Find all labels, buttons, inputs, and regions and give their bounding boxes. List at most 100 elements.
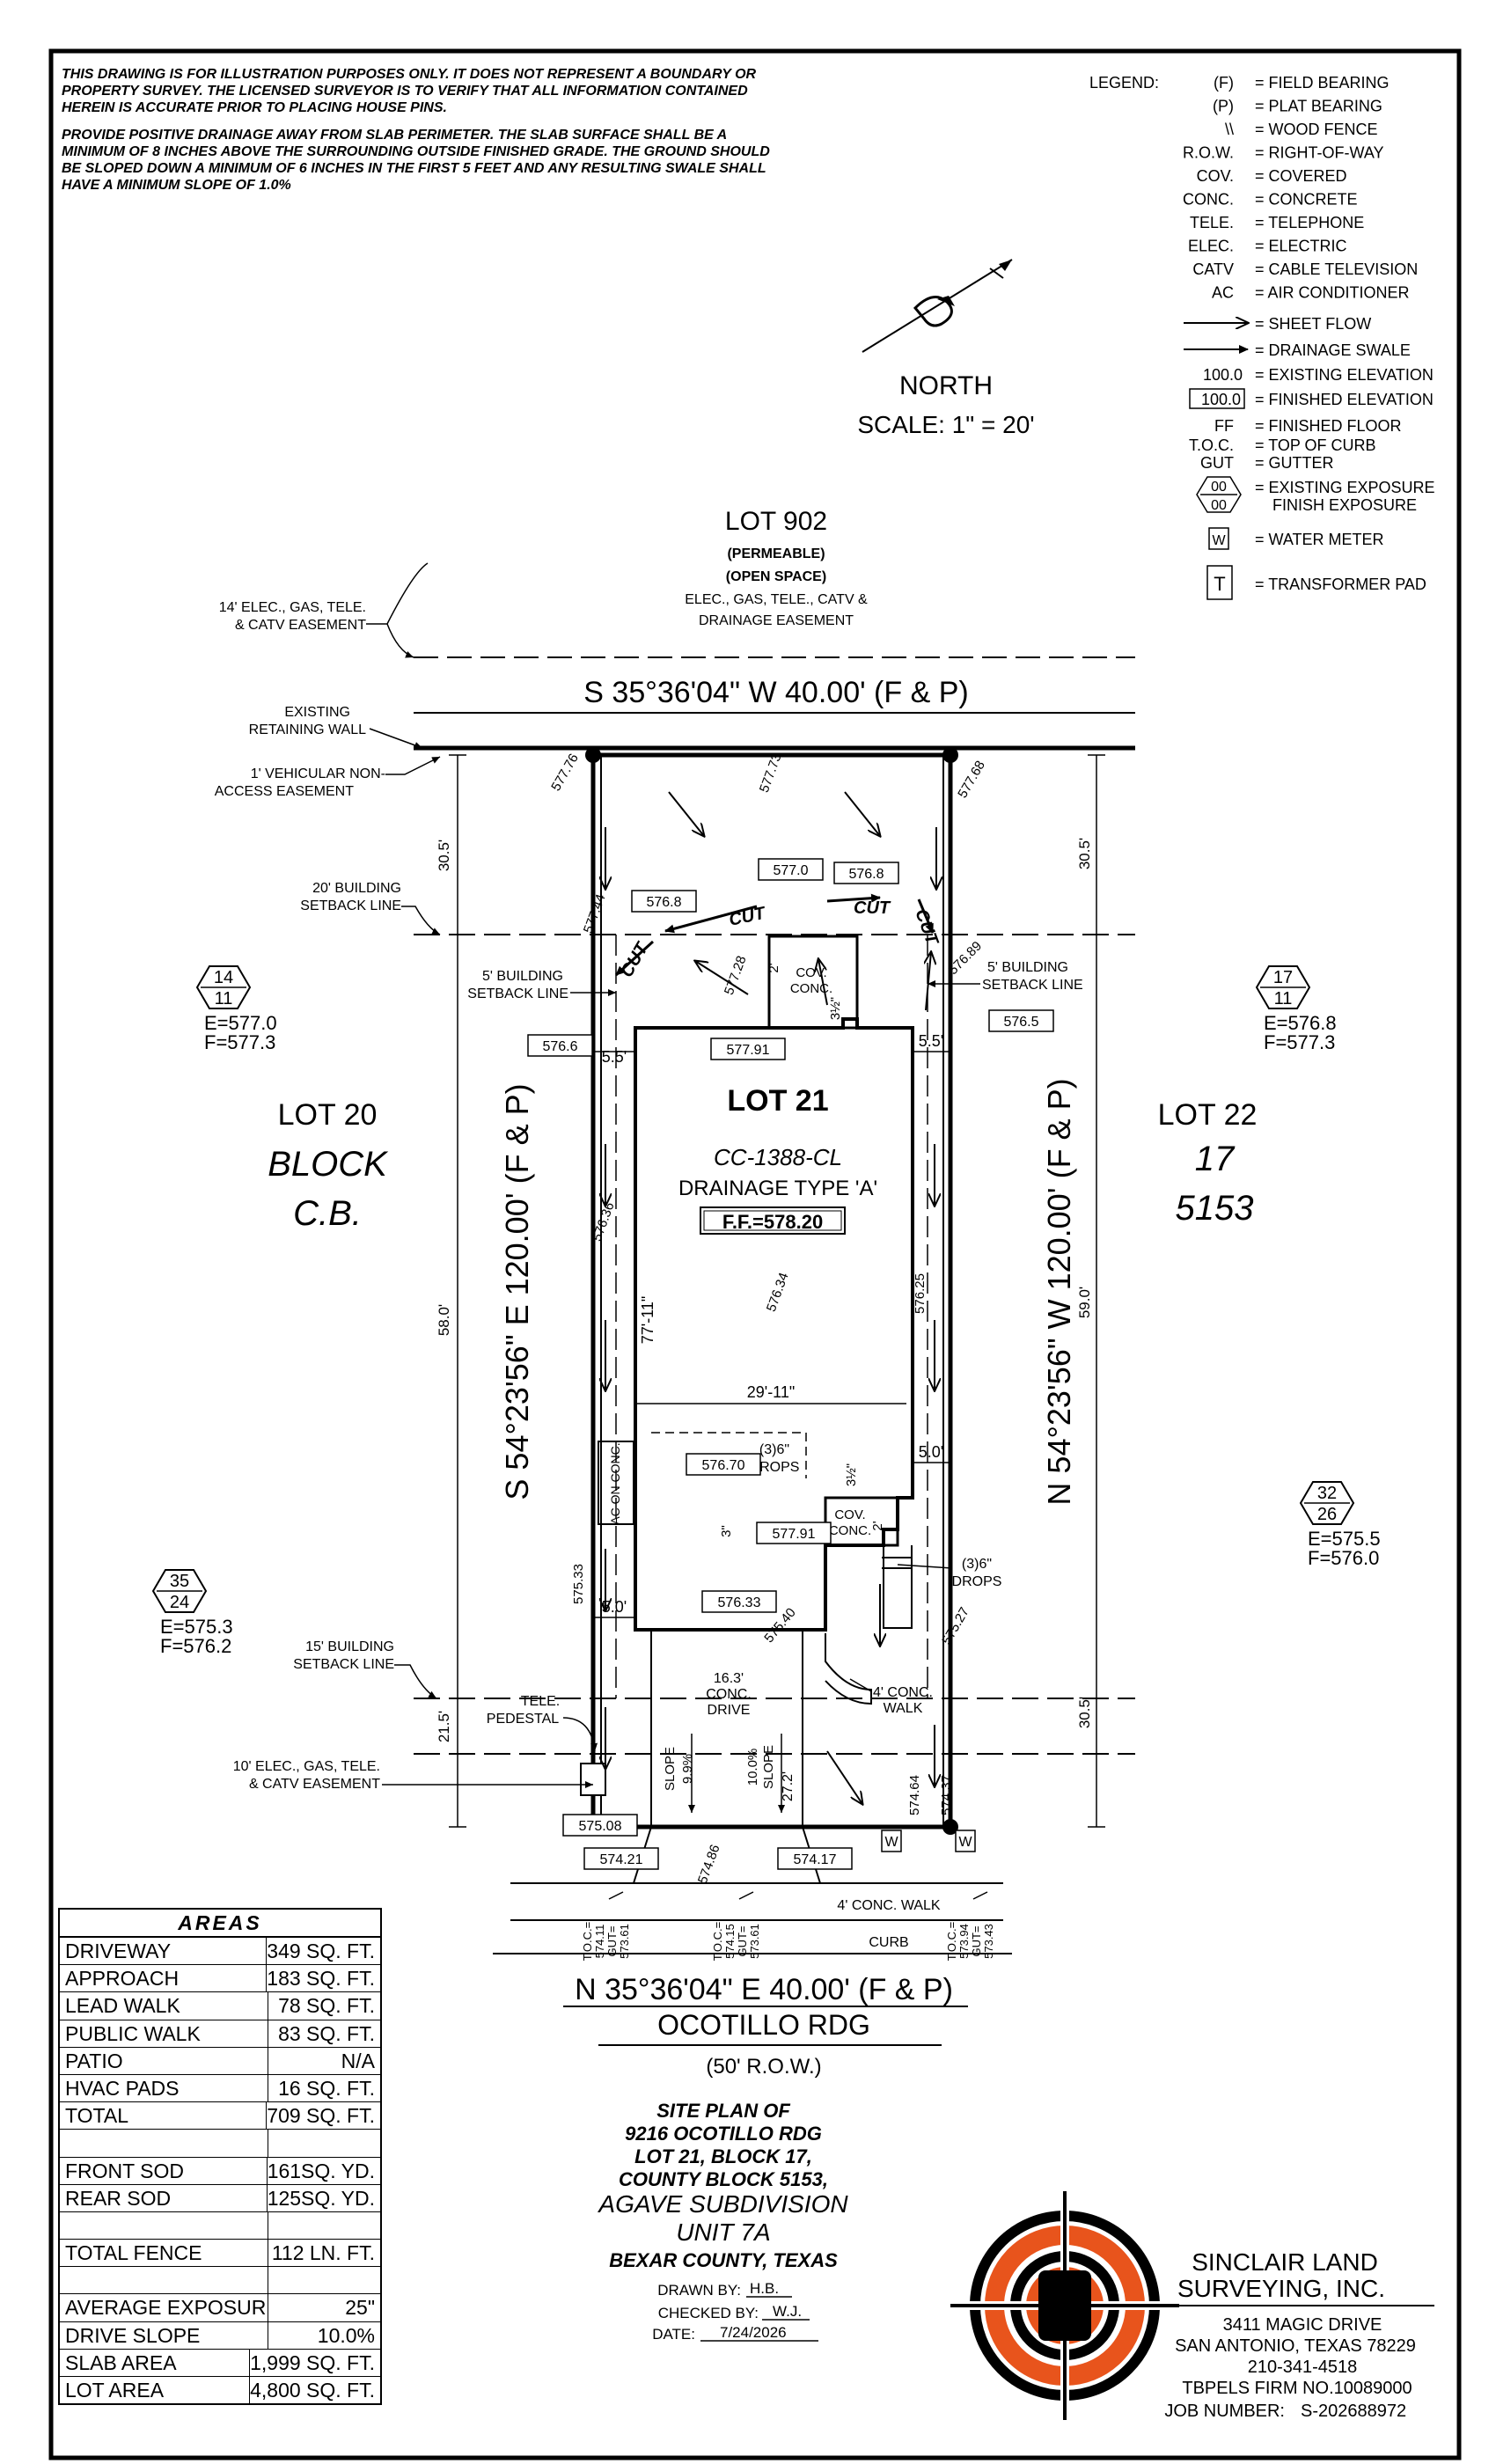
legend-gut-sym: GUT (1200, 454, 1234, 472)
existing-elevation-value: 574.86 (695, 1843, 723, 1886)
drops-label-4: DROPS (952, 1574, 1002, 1589)
legend-title: LEGEND: (1089, 74, 1159, 92)
water-meter-2 (955, 1830, 976, 1852)
dim-2-porch: 2' (766, 963, 781, 972)
curb-elevation-text: 574.15 (723, 1924, 737, 1959)
areas-value: 78 SQ. FT. (278, 1994, 375, 2018)
legend-symbol: CONC. (1183, 191, 1234, 209)
dimension-lines (449, 754, 1105, 1828)
finished-elevation-box (756, 1522, 832, 1544)
legend-transformer-sym: T (1214, 573, 1225, 595)
retaining-label-1: EXISTING (284, 705, 350, 720)
cov-conc-rear-2: CONC. (829, 1523, 871, 1538)
exposure-f-value: F=577.3 (204, 1031, 275, 1053)
curb-label: CURB (869, 1935, 908, 1950)
legend-existing-elev-sym: 100.0 (1203, 366, 1243, 384)
exposure-existing: 32 (1317, 1484, 1337, 1503)
setback5l-label-2: SETBACK LINE (467, 986, 568, 1001)
tele-pedestal (580, 1763, 606, 1796)
areas-label: PUBLIC WALK (60, 2020, 268, 2047)
sheet-flow-arrows (605, 791, 936, 1804)
finished-elevation-box (988, 1009, 1054, 1032)
legend-toc-sym: T.O.C. (1189, 436, 1234, 454)
dim-59-0-right: 59.0' (1076, 1287, 1093, 1318)
finished-elevation-value: 574.21 (600, 1852, 643, 1867)
exposure-e-value: E=575.3 (160, 1616, 233, 1638)
areas-value: 161SQ. YD. (267, 2159, 375, 2182)
dim-3-5-rear: 3½" (844, 1463, 859, 1486)
dim-29-11: 29'-11" (747, 1383, 796, 1401)
bearing-left: S 54°23'56" E 120.00' (F & P) (499, 1083, 535, 1500)
corner-pin-tl (585, 747, 601, 763)
ff-box (700, 1206, 846, 1235)
easement10-label-1: 10' ELEC., GAS, TELE. (233, 1759, 380, 1774)
exposure-f-value: F=576.0 (1308, 1547, 1379, 1569)
cb-number-label: 5153 (1176, 1189, 1254, 1228)
finished-elevation-box (710, 1038, 786, 1060)
legend-toc: = TOP OF CURB (1255, 436, 1376, 454)
dim-30-5-bottom-right: 30.5' (1076, 1697, 1093, 1728)
legend-symbol: ELEC. (1188, 238, 1234, 255)
existing-elevation-value: 576.34 (764, 1271, 792, 1314)
finished-elev-box-icon (1189, 388, 1245, 409)
setback20-label-2: SETBACK LINE (300, 898, 401, 913)
easement-14-label-1: 14' ELEC., GAS, TELE. (219, 600, 366, 615)
slope-value-2: 10.0% (745, 1749, 760, 1786)
legend-symbol: \\ (1225, 121, 1234, 138)
areas-label: DRIVE SLOPE (60, 2321, 268, 2349)
dim-30-5-top-right: 30.5' (1076, 838, 1093, 869)
areas-value: 25" (345, 2296, 375, 2320)
corner-pin-br (942, 1819, 958, 1835)
legend-symbol: (P) (1213, 98, 1234, 115)
block-cb-label: C.B. (293, 1194, 362, 1233)
existing-elevation-value: 574.37 (939, 1775, 954, 1815)
exposure-finish: 11 (215, 989, 233, 1008)
cut-label-1: CUT (727, 903, 768, 929)
water-meter-2-label: W (958, 1835, 972, 1850)
finished-elevation-box (583, 1847, 659, 1870)
setback5l-label-1: 5' BUILDING (482, 969, 563, 984)
cut-label-4: CUT (617, 938, 652, 980)
bearing-top: S 35°36'04" W 40.00' (F & P) (583, 676, 968, 709)
lot-22-label: LOT 22 (1158, 1098, 1258, 1132)
general-notes: THIS DRAWING IS FOR ILLUSTRATION PURPOSE… (62, 66, 783, 204)
legend: LEGEND: (F)= FIELD BEARING(P)= PLAT BEAR… (1089, 74, 1435, 600)
existing-elevation-value: 577.73 (757, 752, 785, 795)
legend-ff: = FINISHED FLOOR (1255, 417, 1402, 435)
exposure-f-value: F=576.2 (160, 1635, 231, 1657)
areas-value: 83 SQ. FT. (278, 2021, 375, 2045)
areas-label: TOTAL (60, 2102, 268, 2130)
legend-description: = TELEPHONE (1255, 214, 1364, 231)
areas-value: 1,999 SQ. FT. (250, 2350, 375, 2374)
street-name: OCOTILLO RDG (657, 2009, 870, 2041)
legend-symbol: R.O.W. (1183, 144, 1234, 162)
curb-elevation-text: 573.94 (957, 1924, 971, 1959)
date-value: 7/24/2026 (720, 2324, 787, 2341)
areas-value: 4,800 SQ. FT. (250, 2379, 375, 2402)
company-logo: S (945, 2186, 1184, 2425)
exposure-e-value: E=575.5 (1308, 1528, 1381, 1550)
finished-elevation-box (758, 858, 824, 881)
company-firm: TBPELS FIRM NO.10089000 (1182, 2379, 1412, 2398)
existing-elevation-value: 577.68 (955, 759, 988, 801)
drainage-type-label: DRAINAGE TYPE 'A' (678, 1177, 877, 1200)
company-name-1: SINCLAIR LAND (1192, 2248, 1378, 2276)
exposure-e-value: E=576.8 (1264, 1012, 1337, 1034)
dim-30-5-top-left: 30.5' (436, 840, 452, 871)
lot-902-easement-1: ELEC., GAS, TELE., CATV & (685, 592, 868, 607)
cut-label-2: CUT (854, 898, 891, 918)
areas-row (60, 2211, 380, 2240)
areas-label: PATIO (60, 2047, 268, 2074)
exposure-existing: 35 (170, 1572, 189, 1591)
finished-elevation-value: 576.5 (1003, 1015, 1038, 1030)
dim-5-5-left: 5.5' (602, 1048, 627, 1066)
